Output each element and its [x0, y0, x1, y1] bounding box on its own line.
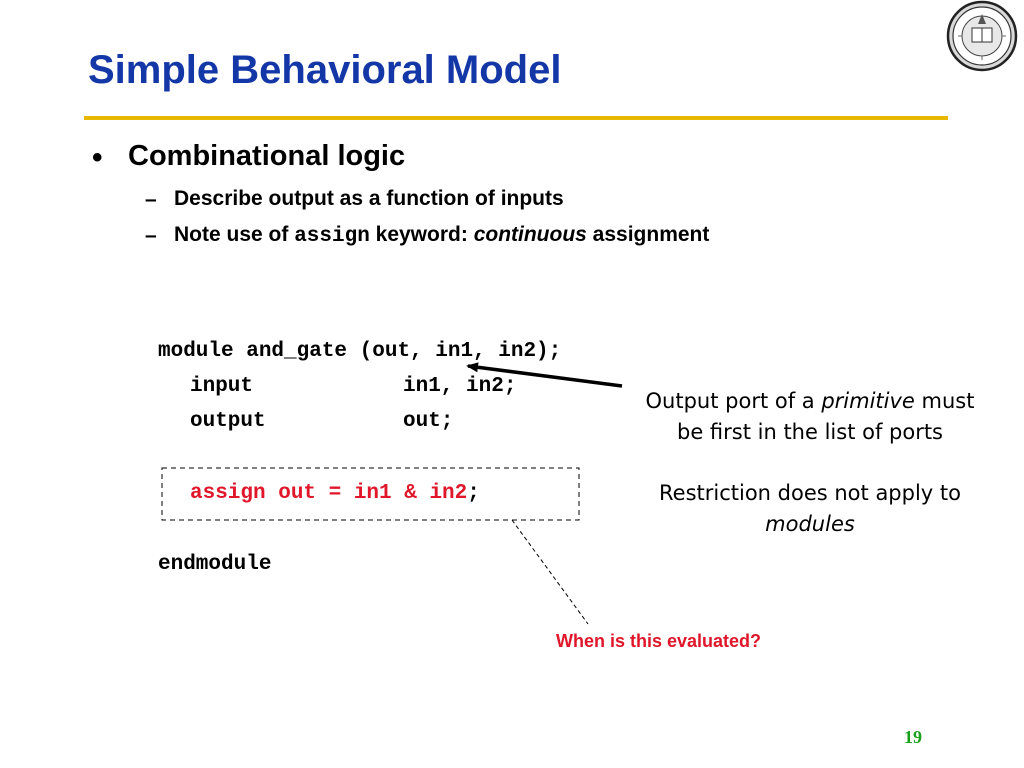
sub-bullet-describe-output: Describe output as a function of inputs — [174, 187, 564, 210]
sub-bullet-text: assignment — [586, 223, 710, 246]
question-callout-line — [511, 519, 589, 625]
bullet-marker: • — [92, 141, 103, 174]
code-output-args: out; — [403, 410, 454, 433]
university-seal-icon — [946, 0, 1018, 72]
bullet-combinational-logic: Combinational logic — [128, 140, 406, 172]
note-line: be first in the list of ports — [676, 420, 944, 444]
modules-restriction-note: Restriction does not apply to modules — [600, 478, 1020, 540]
code-input-args: in1, in2; — [403, 375, 517, 398]
title-underline — [84, 116, 948, 120]
note-text: Output port of a — [645, 389, 822, 413]
code-module-line: module and_gate (out, in1, in2); — [158, 340, 562, 363]
sub-bullet-marker: – — [145, 188, 157, 211]
code-input-keyword: input — [190, 375, 254, 398]
note-text: must — [914, 389, 975, 413]
code-endmodule-line: endmodule — [158, 553, 272, 576]
assign-keyword: assign — [294, 225, 370, 248]
modules-emphasis: modules — [765, 512, 855, 536]
code-assign-semicolon: ; — [467, 482, 480, 505]
code-assign-statement: assign out = in1 & in2 — [190, 482, 468, 505]
page-number: 19 — [904, 727, 922, 747]
sub-bullet-marker: – — [145, 224, 157, 247]
note-line: modules — [600, 509, 1020, 540]
sub-bullet-text: keyword: — [369, 223, 474, 246]
evaluation-question: When is this evaluated? — [556, 631, 762, 651]
note-line: Output port of a primitive must — [600, 386, 1020, 417]
code-output-keyword: output — [190, 410, 266, 433]
primitive-emphasis: primitive — [821, 389, 915, 413]
sub-bullet-assign-note: Note use of assign keyword: continuous a… — [174, 224, 709, 247]
continuous-emphasis: continuous — [473, 223, 587, 246]
sub-bullet-text: Note use of — [174, 223, 295, 246]
note-line: Restriction does not apply to — [659, 481, 961, 505]
slide-title: Simple Behavioral Model — [88, 48, 562, 92]
primitive-port-note: Output port of a primitive must be first… — [600, 386, 1020, 448]
code-assign-line: assign out = in1 & in2; — [190, 483, 480, 504]
